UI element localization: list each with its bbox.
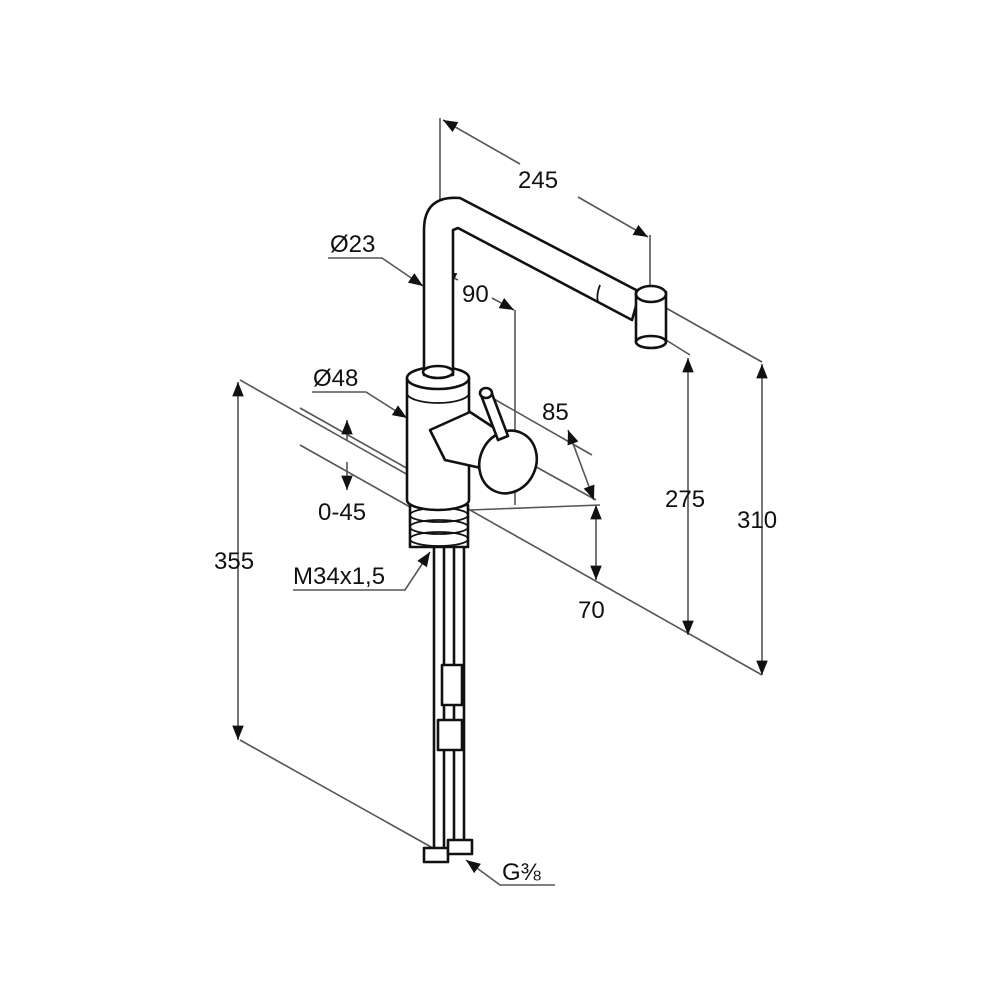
supply-hoses [422, 543, 474, 864]
spout [421, 196, 668, 380]
label-310: 310 [737, 507, 777, 534]
label-70: 70 [578, 597, 605, 624]
dimension-labels: 245 Ø23 90 Ø48 85 0-45 275 310 355 70 M3… [214, 167, 777, 886]
label-245: 245 [518, 167, 558, 194]
dimension-lines [232, 118, 768, 886]
label-85: 85 [542, 399, 569, 426]
mounting-thread [408, 503, 470, 549]
label-connection: G⅜ [502, 859, 542, 886]
label-spout-diameter: Ø23 [330, 231, 375, 258]
label-thread: M34x1,5 [293, 563, 385, 590]
lever-handle [428, 386, 539, 495]
label-counter-thickness: 0-45 [318, 499, 366, 526]
label-275: 275 [665, 486, 705, 513]
label-90: 90 [462, 281, 489, 308]
label-body-diameter: Ø48 [313, 365, 358, 392]
label-355: 355 [214, 548, 254, 575]
